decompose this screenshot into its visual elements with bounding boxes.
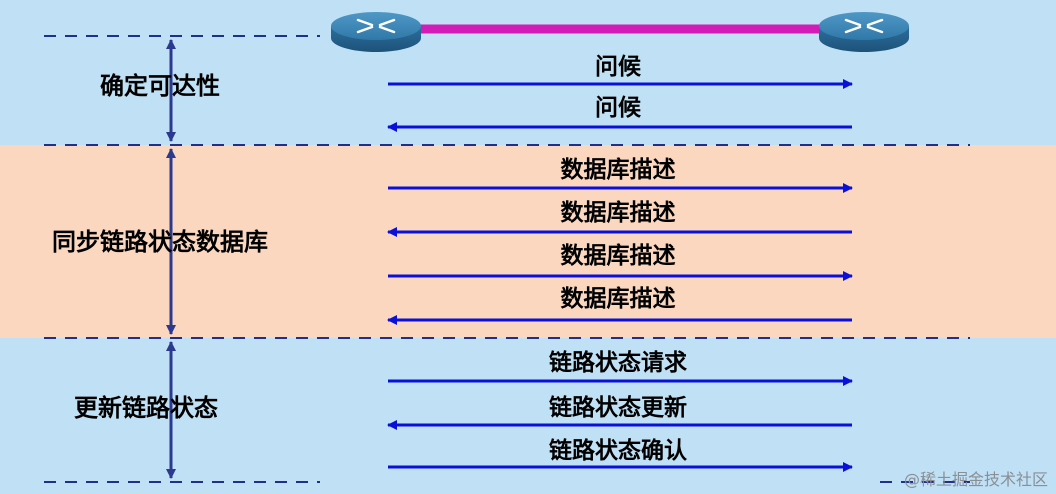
router-icon [819, 12, 909, 52]
message-label-dbd-2: 数据库描述 [560, 200, 676, 226]
router-icon [331, 12, 421, 52]
message-label-lsack: 链路状态确认 [549, 438, 687, 464]
phase-label-reachability: 确定可达性 [100, 72, 220, 100]
message-label-dbd-3: 数据库描述 [560, 243, 676, 269]
phase-label-update: 更新链路状态 [74, 394, 218, 422]
watermark: @稀土掘金技术社区 [903, 470, 1048, 489]
message-label-dbd-1: 数据库描述 [560, 157, 676, 183]
message-label-dbd-4: 数据库描述 [560, 286, 676, 312]
message-label-lsu: 链路状态更新 [549, 395, 687, 421]
message-label-lsr: 链路状态请求 [549, 350, 687, 376]
message-arrows [387, 79, 853, 472]
message-label-hello-2: 问候 [595, 95, 641, 121]
phase-label-sync: 同步链路状态数据库 [52, 228, 268, 256]
message-label-hello-1: 问候 [595, 54, 641, 80]
band-sync [0, 145, 1056, 338]
